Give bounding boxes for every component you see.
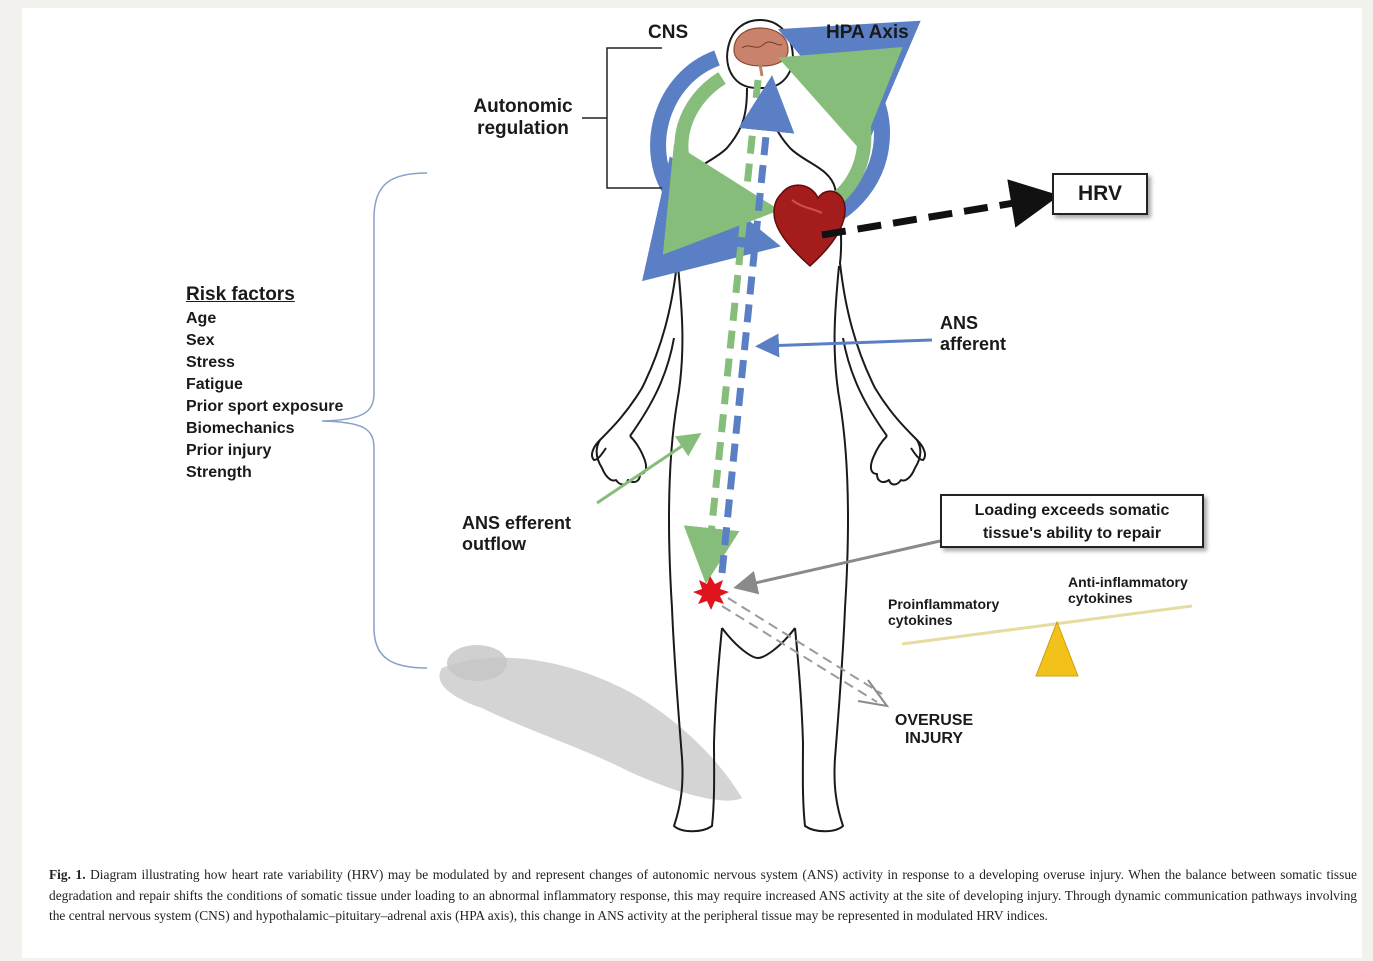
ans-afferent-arrow xyxy=(764,340,932,346)
figure: CNS HPA Axis Autonomic regulation HRV AN… xyxy=(22,8,1362,958)
risk-factor-item: Sex xyxy=(186,330,343,352)
caption-text: Diagram illustrating how heart rate vari… xyxy=(49,867,1357,923)
risk-factor-item: Prior sport exposure xyxy=(186,396,343,418)
autonomic-regulation-bracket xyxy=(582,48,662,188)
autonomic-loop-arrows xyxy=(658,48,882,236)
risk-factor-item: Strength xyxy=(186,462,343,484)
risk-factor-item: Biomechanics xyxy=(186,418,343,440)
risk-factors-list: Risk factors Age Sex Stress Fatigue Prio… xyxy=(186,284,343,484)
risk-factor-item: Stress xyxy=(186,352,343,374)
anti-inflammatory-label: Anti-inflammatory cytokines xyxy=(1068,574,1188,606)
shadow-head xyxy=(447,645,507,681)
autonomic-regulation-label: Autonomic regulation xyxy=(464,96,582,140)
risk-factor-item: Prior injury xyxy=(186,440,343,462)
ans-afferent-label: ANS afferent xyxy=(940,313,1006,354)
cns-label: CNS xyxy=(648,22,688,44)
risk-factor-item: Fatigue xyxy=(186,374,343,396)
brain-icon xyxy=(734,28,788,76)
hrv-box: HRV xyxy=(1052,173,1148,215)
loading-arrow xyxy=(742,541,940,586)
ans-efferent-arrow xyxy=(597,438,694,503)
heart-icon xyxy=(774,185,845,266)
figure-caption: Fig. 1. Diagram illustrating how heart r… xyxy=(49,865,1357,927)
hpa-axis-label: HPA Axis xyxy=(826,22,909,44)
ans-efferent-label: ANS efferent outflow xyxy=(462,513,571,554)
caption-label: Fig. 1. xyxy=(49,867,86,882)
risk-factors-title: Risk factors xyxy=(186,284,343,306)
risk-factor-item: Age xyxy=(186,308,343,330)
balance-fulcrum xyxy=(1036,622,1078,676)
injury-burst-icon xyxy=(693,576,729,610)
proinflammatory-label: Proinflammatory cytokines xyxy=(888,596,999,628)
overuse-injury-label: OVERUSE INJURY xyxy=(888,712,980,749)
loading-box: Loading exceeds somatic tissue's ability… xyxy=(940,494,1204,548)
